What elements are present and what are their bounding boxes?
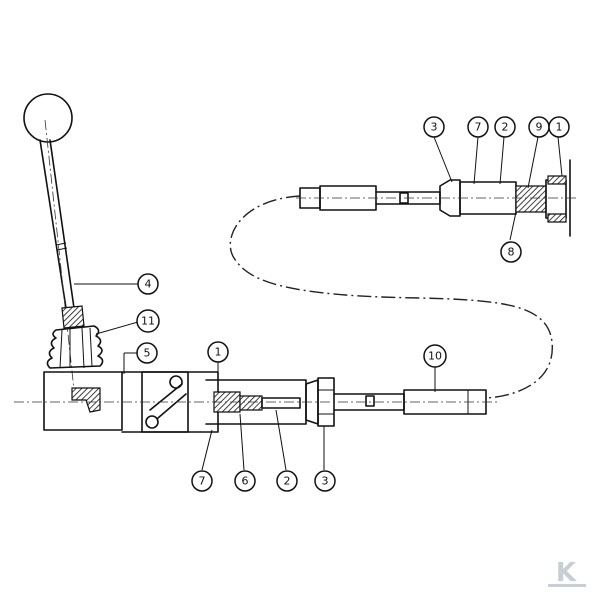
svg-text:2: 2: [502, 121, 509, 134]
callout-7-top: 7: [467, 116, 489, 138]
svg-text:11: 11: [141, 315, 155, 328]
callout-1-top: 1: [548, 116, 570, 138]
svg-text:5: 5: [144, 347, 151, 360]
callout-1-bottom: 1: [207, 341, 229, 363]
svg-text:10: 10: [428, 350, 442, 363]
callout-3-top: 3: [423, 116, 445, 138]
svg-text:3: 3: [322, 475, 329, 488]
svg-text:1: 1: [556, 121, 563, 134]
cable-path: [229, 195, 553, 399]
callout-2-top: 2: [494, 116, 516, 138]
svg-text:K: K: [556, 558, 577, 588]
callout-5: 5: [136, 342, 158, 364]
svg-text:6: 6: [242, 475, 249, 488]
callout-8-top: 8: [500, 241, 522, 263]
svg-text:4: 4: [145, 278, 152, 291]
lower-cable-end: [14, 377, 500, 427]
callout-9-top: 9: [528, 116, 550, 138]
callout-2-bottom: 2: [276, 470, 298, 492]
svg-text:3: 3: [431, 121, 438, 134]
callout-7-bottom: 7: [191, 470, 213, 492]
svg-text:7: 7: [199, 475, 206, 488]
callout-4: 4: [137, 273, 159, 295]
svg-text:9: 9: [536, 121, 543, 134]
svg-text:1: 1: [215, 346, 222, 359]
control-lever: [23, 93, 75, 391]
leader-lines: [74, 136, 563, 471]
lever-knob: [23, 93, 73, 143]
rubber-boot: [46, 305, 104, 369]
svg-text:2: 2: [284, 475, 291, 488]
callout-6: 6: [234, 470, 256, 492]
brand-logo: K: [548, 558, 586, 588]
callout-10: 10: [423, 344, 447, 368]
callout-11: 11: [136, 309, 160, 333]
upper-cable-end: [296, 159, 576, 237]
svg-text:7: 7: [475, 121, 482, 134]
callouts: 3 7 2 9 1 8 4 11: [136, 116, 570, 492]
callout-3-bottom: 3: [314, 470, 336, 492]
svg-text:8: 8: [508, 246, 515, 259]
